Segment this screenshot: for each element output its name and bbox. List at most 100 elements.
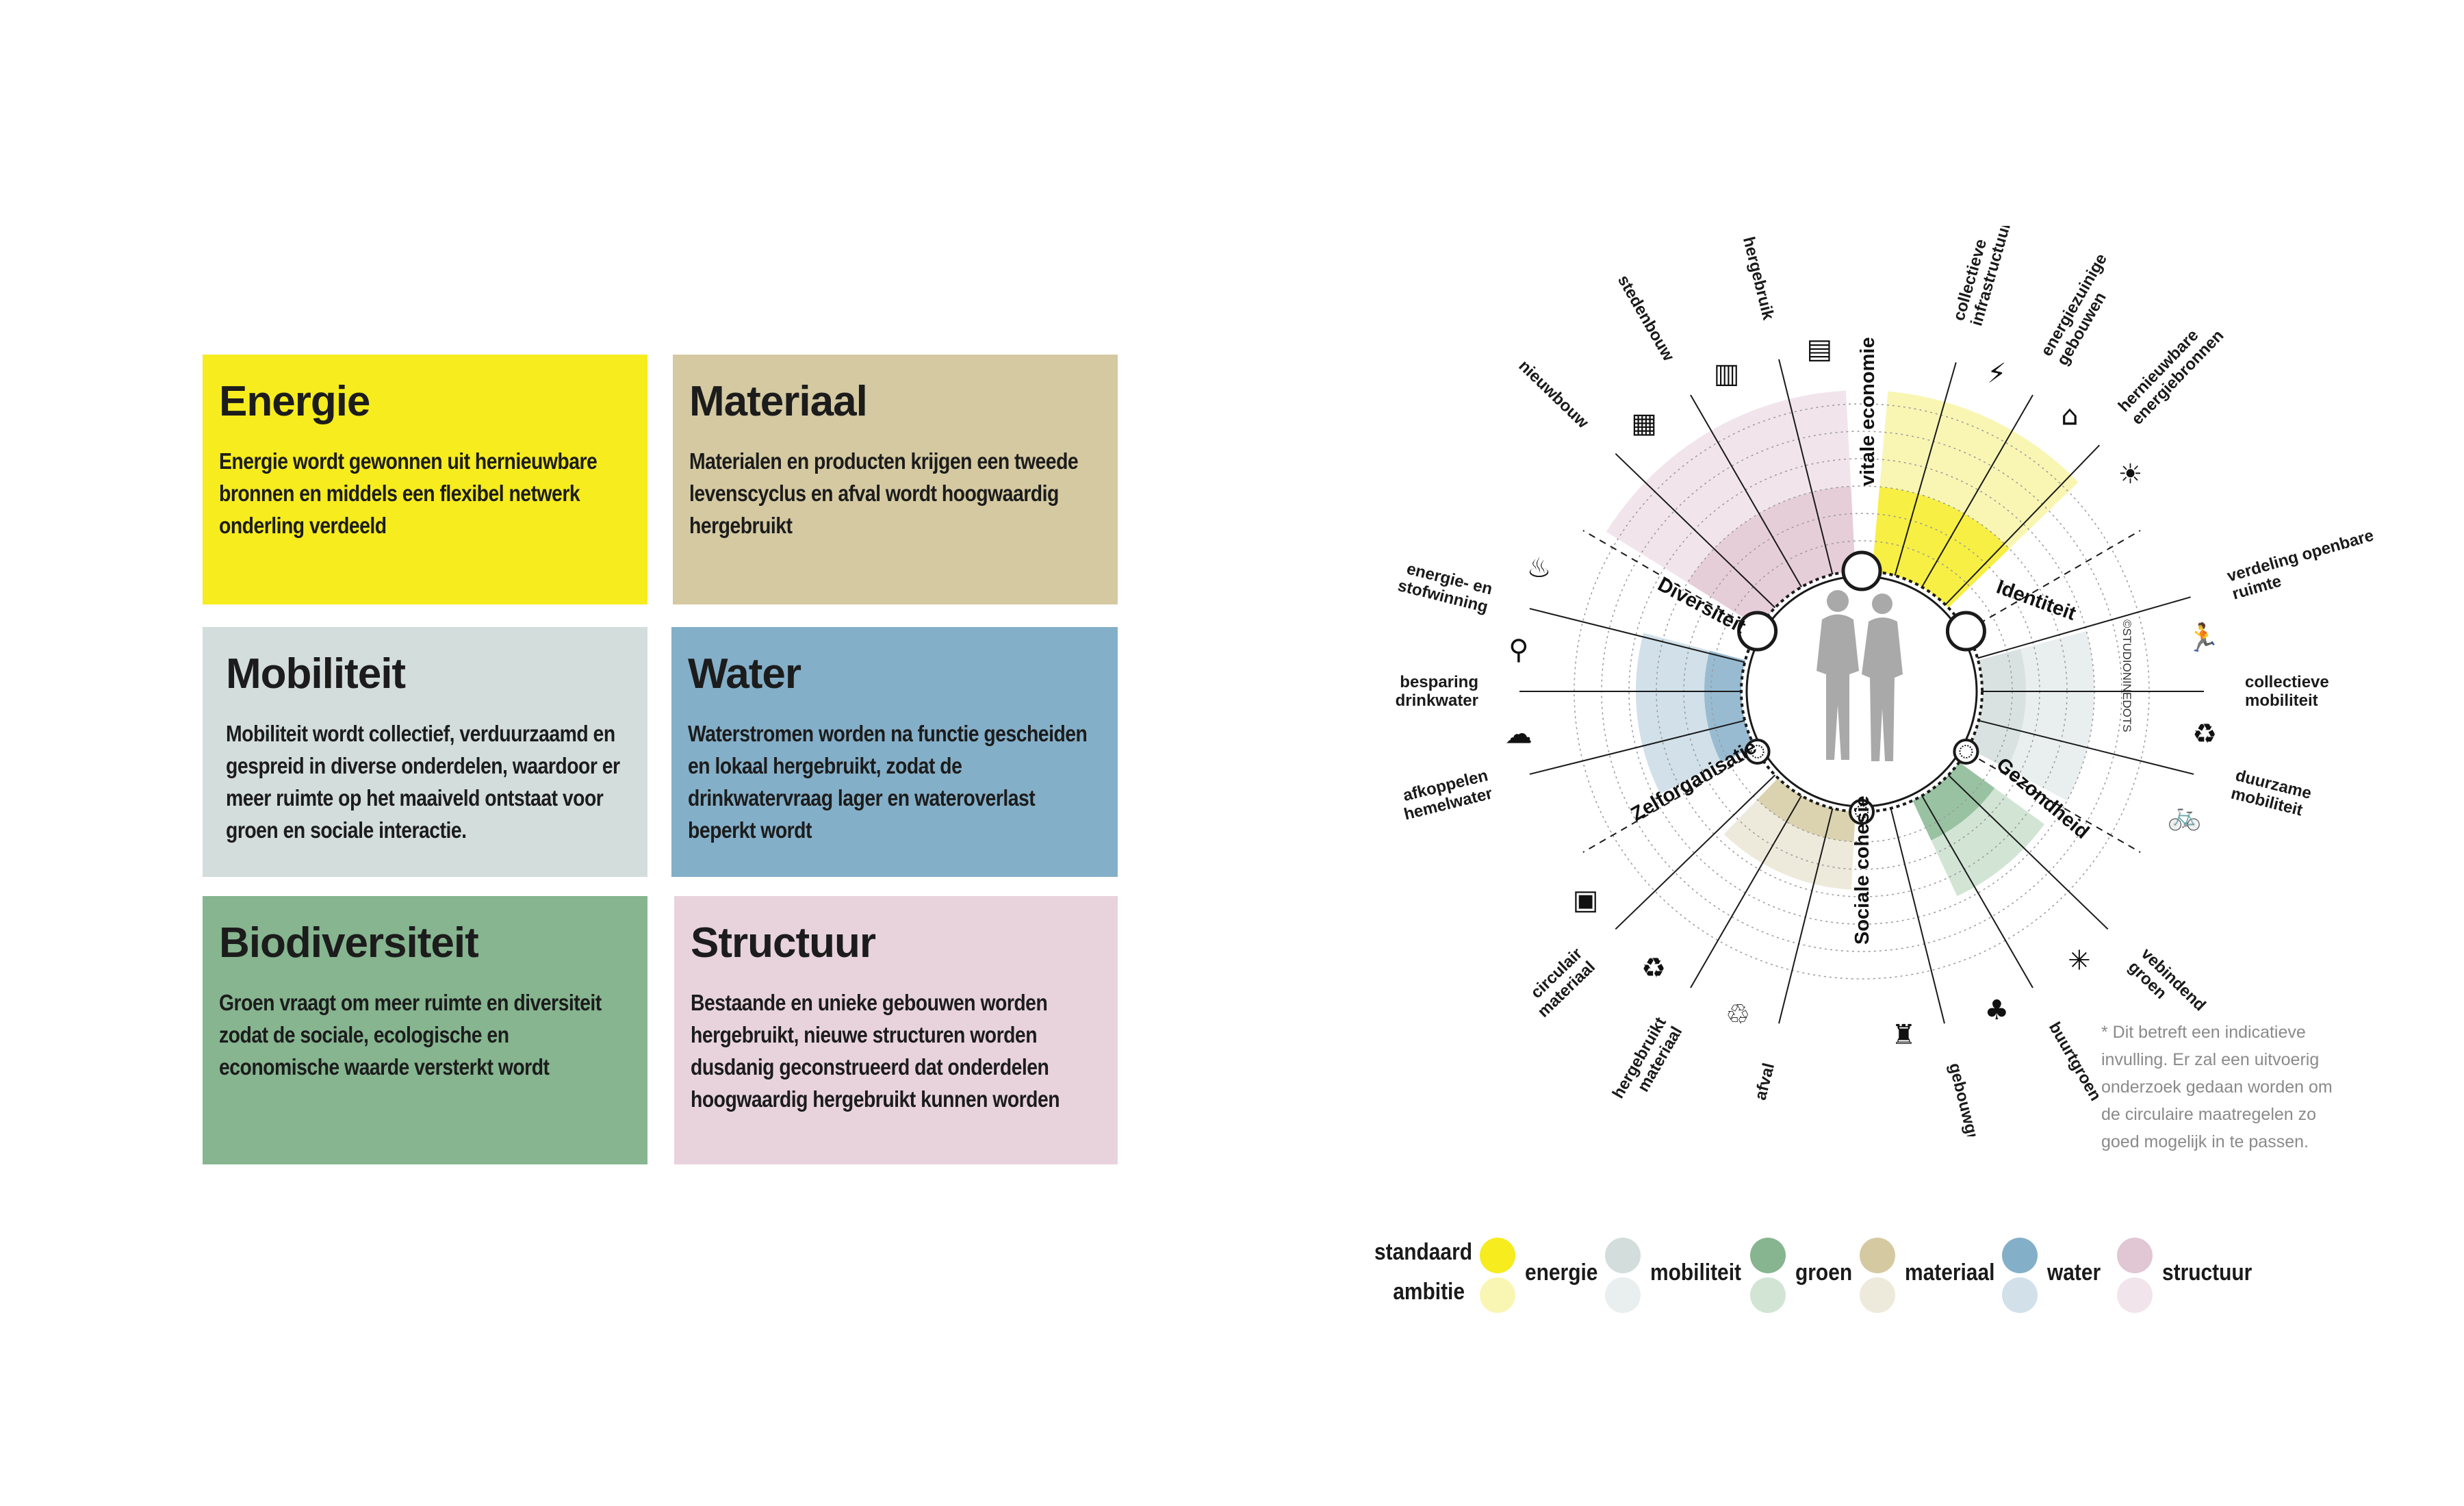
- passport-icon: ▣: [1573, 884, 1599, 916]
- category-marker: [1945, 611, 1986, 652]
- lightning-icon: ⚡: [1987, 358, 2006, 390]
- skyline-icon: ▥: [1714, 358, 1740, 390]
- spoke-line: [1690, 394, 1802, 588]
- legend-standard-swatch: [1605, 1238, 1641, 1273]
- spoke-label: nieuwbouw: [1515, 357, 1592, 432]
- legend-standard-swatch: [2002, 1238, 2038, 1273]
- factory-icon: ▤: [1807, 333, 1833, 365]
- spoke-label: duurzamemobiliteit: [2229, 766, 2313, 821]
- sun-icon: ☀: [2118, 459, 2143, 490]
- spoke-label: hernieuwbareenergiebronnen: [2115, 314, 2228, 429]
- legend-ambition-swatch: [1860, 1277, 1895, 1313]
- category-divider: [1582, 752, 1756, 853]
- spoke-label: collectieveinfrastructuur: [1949, 226, 2014, 328]
- card-title: Biodiversiteit: [219, 919, 479, 967]
- card-text: Energie wordt gewonnen uit hernieuwbare …: [219, 448, 598, 538]
- spoke-line: [1978, 719, 2194, 775]
- card-text: Materialen en producten krijgen een twee…: [689, 448, 1079, 538]
- house-icon: ⌂: [2061, 400, 2078, 432]
- sector-groen-standard: [1912, 762, 1995, 841]
- legend-label: water: [2047, 1260, 2101, 1286]
- recycle-icon: ♻: [1641, 952, 1666, 984]
- category-divider: [1968, 752, 2141, 853]
- category-label: vitale economie: [1857, 337, 1879, 486]
- legend-ambition-swatch: [1750, 1277, 1786, 1313]
- spoke-line: [1947, 774, 2109, 930]
- card-title: Mobiliteit: [226, 650, 406, 698]
- sector-structuur-standard: [1687, 486, 1856, 628]
- card-text: Waterstromen worden na functie gescheide…: [688, 721, 1088, 843]
- category-label: Identiteit: [1994, 576, 2079, 626]
- card-biodiversiteit: Biodiversiteit Groen vraagt om meer ruim…: [203, 896, 647, 1164]
- spoke-line: [1615, 452, 1776, 609]
- sector-mobiliteit-standard: [1968, 648, 2026, 769]
- spoke-line: [1890, 808, 1945, 1024]
- sector-materiaal-standard: [1757, 778, 1856, 842]
- spoke-line: [1529, 719, 1745, 775]
- spoke-line: [1894, 362, 1957, 576]
- legend-ambition-swatch: [1480, 1277, 1515, 1313]
- category-marker: [1737, 611, 1778, 652]
- category-divider: [1968, 530, 2141, 630]
- walking-people-icon: 🏃: [2186, 622, 2220, 654]
- footnote-text: * Dit betreft een indicatieve invulling.…: [2101, 1023, 2333, 1151]
- card-text: Mobiliteit wordt collectief, verduurzaam…: [226, 721, 620, 843]
- legend-label: materiaal: [1905, 1260, 1995, 1286]
- spoke-label: vebindendgroen: [2125, 945, 2209, 1028]
- card-text: Bestaande en unieke gebouwen worden herg…: [691, 990, 1060, 1112]
- spoke-label: hergebruiktmateriaal: [1609, 1014, 1686, 1110]
- bicycle-icon: 🚲: [2168, 800, 2202, 832]
- shared-people-icon: ♻: [2192, 719, 2217, 750]
- card-structuur: Structuur Bestaande en unieke gebouwen w…: [674, 896, 1118, 1164]
- category-marker: [1849, 799, 1875, 825]
- spoke-line: [1921, 795, 2033, 988]
- people-silhouette-icon: [1817, 590, 1903, 761]
- rain-cloud-icon: ☁: [1505, 719, 1532, 750]
- tree-bench-icon: ♣: [1984, 995, 2009, 1026]
- spoke-line: [1690, 795, 1802, 988]
- spoke-line: [1945, 444, 2101, 606]
- trash-person-icon: ♲: [1725, 999, 1750, 1030]
- legend-ambition-swatch: [2117, 1277, 2153, 1313]
- water-tap-icon: ⚲: [1509, 634, 1528, 665]
- card-energie: Energie Energie wordt gewonnen uit herni…: [203, 355, 647, 604]
- legend-ambition-swatch: [1605, 1277, 1641, 1313]
- card-title: Energie: [219, 378, 370, 425]
- spoke-label: stedenbouw: [1614, 272, 1678, 364]
- card-water: Water Waterstromen worden na functie ges…: [671, 627, 1118, 877]
- spoke-label: circulairmateriaal: [1522, 945, 1599, 1021]
- legend-ambition-swatch: [2002, 1277, 2038, 1313]
- spoke-label: buurtgroen: [2045, 1019, 2105, 1103]
- legend-standard-swatch: [1750, 1238, 1786, 1273]
- spoke-line: [1778, 359, 1834, 575]
- card-title: Materiaal: [689, 378, 868, 425]
- legend-standard-swatch: [2117, 1238, 2153, 1273]
- legend-standard-swatch: [1480, 1238, 1515, 1273]
- legend-label: groen: [1795, 1260, 1853, 1286]
- card-title: Water: [688, 650, 801, 698]
- spoke-line: [1778, 808, 1834, 1024]
- spoke-label: gebouwgroen: [1945, 1061, 1989, 1136]
- legend-label: mobiliteit: [1650, 1260, 1741, 1286]
- card-text: Groen vraagt om meer ruimte en diversite…: [219, 990, 602, 1080]
- spoke-label: hergebruik: [1739, 235, 1778, 322]
- card-title: Structuur: [691, 919, 876, 967]
- copyright-credit: ©STUDIONINEDOTS: [2120, 620, 2133, 732]
- category-marker: [1841, 550, 1882, 591]
- card-mobiliteit: Mobiliteit Mobiliteit wordt collectief, …: [203, 627, 647, 877]
- spoke-label: energie- enstofwinning: [1396, 559, 1494, 617]
- spoke-line: [1615, 774, 1776, 930]
- card-materiaal: Materiaal Materialen en producten krijge…: [673, 355, 1118, 604]
- legend-standard-swatch: [1860, 1238, 1895, 1273]
- city-trees-icon: ♜: [1892, 1019, 1916, 1051]
- toilet-icon: ♨: [1527, 552, 1552, 584]
- spoke-label: verdeling openbareruimte: [2225, 526, 2375, 604]
- legend-label: energie: [1525, 1260, 1598, 1286]
- legend-label: structuur: [2162, 1260, 2253, 1286]
- sector-energie-standard: [1872, 487, 2010, 608]
- legend-standard-label: standaard: [1374, 1239, 1472, 1265]
- spoke-label: afkoppelenhemelwater: [1398, 766, 1494, 824]
- building-icon: ▦: [1631, 408, 1657, 439]
- category-label: Sociale cohesie: [1851, 795, 1873, 945]
